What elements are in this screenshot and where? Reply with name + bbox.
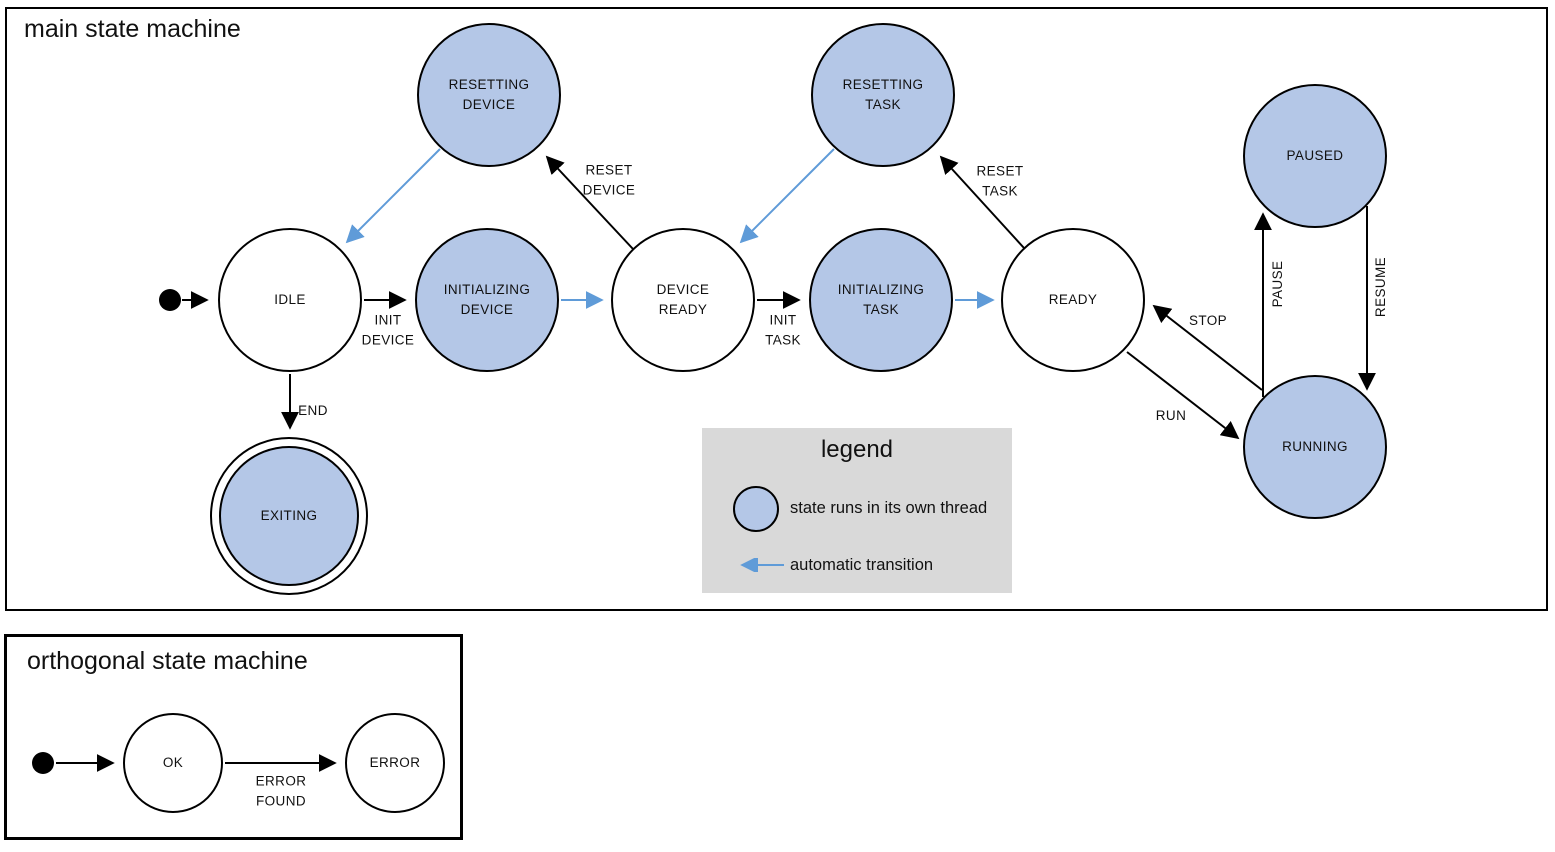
state-label: RESETTING DEVICE bbox=[448, 77, 530, 112]
legend-auto-label: automatic transition bbox=[790, 556, 934, 574]
initial-state-dot bbox=[159, 289, 181, 311]
state-exiting: EXITING bbox=[219, 446, 359, 586]
state-error: ERROR bbox=[345, 713, 445, 813]
main-state-machine-panel: main state machine bbox=[5, 7, 1548, 611]
main-panel-title: main state machine bbox=[24, 15, 241, 43]
auto-transition-resettask-deviceready-arrow bbox=[739, 148, 835, 244]
state-label: READY bbox=[1048, 292, 1098, 308]
transition-label-init-task: INIT TASK bbox=[765, 312, 801, 347]
transition-label-error-found: ERROR FOUND bbox=[255, 773, 307, 808]
legend-thread-label: state runs in its own thread bbox=[790, 499, 988, 517]
ortho-initial-state-dot bbox=[32, 752, 54, 774]
transition-stop-arrow bbox=[1152, 304, 1263, 391]
state-initializing-device: INITIALIZING DEVICE bbox=[415, 228, 559, 372]
transition-label-pause: PAUSE bbox=[1270, 260, 1286, 308]
transition-label-end: END bbox=[298, 403, 328, 419]
transition-label-stop: STOP bbox=[1188, 313, 1228, 329]
transition-run-arrow bbox=[1126, 351, 1240, 440]
legend-title: legend bbox=[820, 436, 894, 463]
state-idle: IDLE bbox=[218, 228, 362, 372]
orthogonal-state-machine-panel: orthogonal state machine bbox=[4, 634, 463, 840]
state-label: IDLE bbox=[274, 292, 306, 308]
transition-reset-device-arrow bbox=[545, 155, 634, 250]
state-paused: PAUSED bbox=[1243, 84, 1387, 228]
state-resetting-device: RESETTING DEVICE bbox=[417, 23, 561, 167]
state-label: EXITING bbox=[260, 508, 318, 524]
state-label: RUNNING bbox=[1282, 439, 1348, 455]
state-initializing-task: INITIALIZING TASK bbox=[809, 228, 953, 372]
state-label: PAUSED bbox=[1286, 148, 1344, 164]
state-label: OK bbox=[162, 755, 184, 771]
auto-transition-swatch-icon bbox=[740, 558, 784, 572]
state-running: RUNNING bbox=[1243, 375, 1387, 519]
transition-label-init-device: INIT DEVICE bbox=[361, 312, 415, 347]
threaded-state-swatch-icon bbox=[733, 486, 779, 532]
transition-label-run: RUN bbox=[1155, 408, 1187, 424]
state-ready: READY bbox=[1001, 228, 1145, 372]
state-label: ERROR bbox=[369, 755, 421, 771]
transition-label-reset-device: RESET DEVICE bbox=[582, 162, 636, 197]
orthogonal-panel-title: orthogonal state machine bbox=[27, 647, 308, 675]
state-device-ready: DEVICE READY bbox=[611, 228, 755, 372]
state-label: DEVICE READY bbox=[656, 282, 710, 317]
state-resetting-task: RESETTING TASK bbox=[811, 23, 955, 167]
state-label: INITIALIZING TASK bbox=[837, 282, 925, 317]
transition-reset-task-arrow bbox=[939, 155, 1025, 249]
state-label: INITIALIZING DEVICE bbox=[443, 282, 531, 317]
auto-transition-resetdevice-idle-arrow bbox=[345, 148, 441, 244]
legend-panel: legend state runs in its own thread auto… bbox=[702, 428, 1012, 593]
state-ok: OK bbox=[123, 713, 223, 813]
transition-label-resume: RESUME bbox=[1373, 256, 1389, 318]
transition-label-reset-task: RESET TASK bbox=[976, 163, 1024, 198]
state-label: RESETTING TASK bbox=[842, 77, 924, 112]
